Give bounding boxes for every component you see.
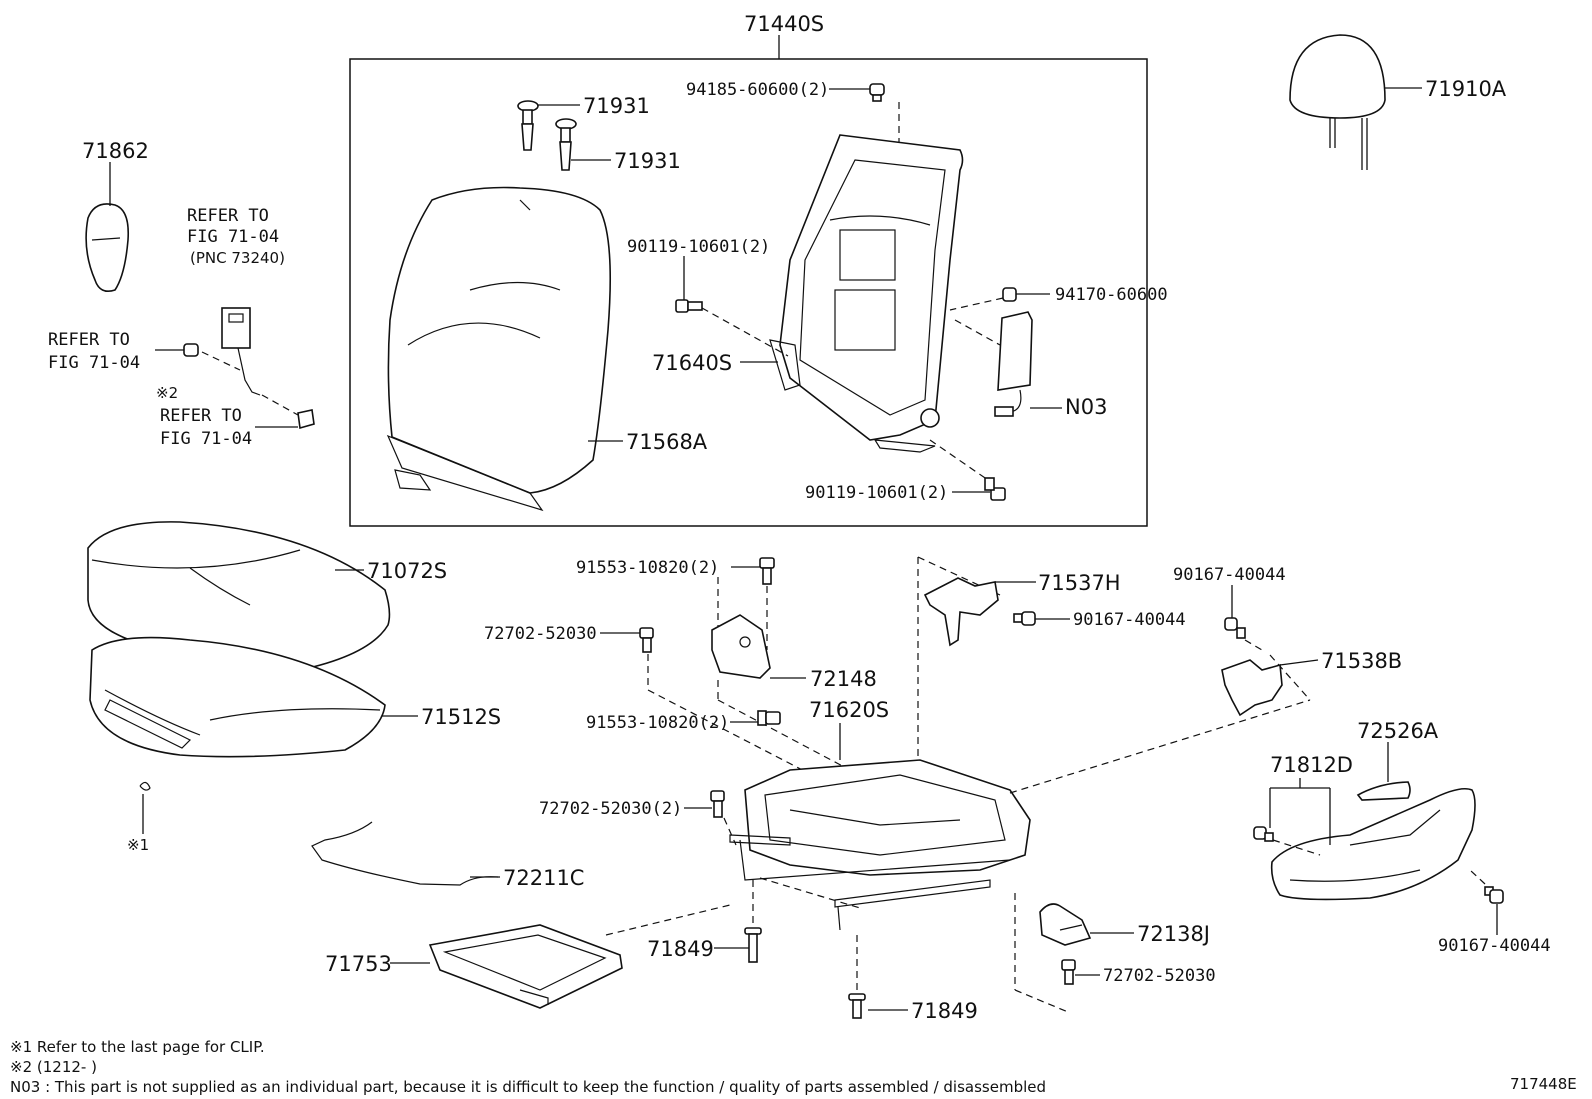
refer-note-2-line1: REFER TO — [48, 330, 130, 350]
label-71512S[interactable]: 71512S — [421, 705, 501, 729]
seatback-assembly-frame — [349, 58, 1148, 527]
bolt-72702-left — [710, 790, 725, 818]
label-72702-52030-bottom[interactable]: 72702-52030 — [1103, 966, 1216, 986]
note-clip: ※1 Refer to the last page for CLIP. — [10, 1038, 265, 1056]
label-90167-40044-bottom[interactable]: 90167-40044 — [1438, 936, 1551, 956]
nut-refer — [183, 343, 199, 357]
bolt-90167-right — [1224, 617, 1246, 639]
label-71931-lower[interactable]: 71931 — [614, 149, 681, 173]
seatbelt-buckle — [221, 307, 315, 430]
mark-1: ※1 — [127, 836, 149, 854]
label-71862[interactable]: 71862 — [82, 139, 149, 163]
label-71931-upper[interactable]: 71931 — [583, 94, 650, 118]
knob-72526A — [1356, 781, 1411, 801]
label-71849-upper[interactable]: 71849 — [647, 937, 714, 961]
label-72138J[interactable]: 72138J — [1137, 922, 1210, 946]
label-71640S[interactable]: 71640S — [652, 351, 732, 375]
label-72526A[interactable]: 72526A — [1357, 719, 1439, 743]
refer-note-3-line1: REFER TO — [160, 406, 242, 426]
label-71849-lower[interactable]: 71849 — [911, 999, 978, 1023]
bolt-72702-bottom — [1061, 959, 1076, 985]
wire-72211C — [311, 821, 499, 886]
bolt-94170 — [1002, 287, 1017, 302]
seatback-cover-71568A — [386, 186, 612, 512]
label-71620S[interactable]: 71620S — [809, 698, 889, 722]
seat-frame-71620S — [729, 759, 1031, 931]
refer-note-3-line2: FIG 71-04 — [160, 429, 252, 449]
refer-note-2-line2: FIG 71-04 — [48, 353, 140, 373]
bracket-72148 — [711, 614, 771, 679]
label-71537H[interactable]: 71537H — [1038, 571, 1121, 595]
note-date: ※2 (1212- ) — [10, 1058, 97, 1076]
label-71568A[interactable]: 71568A — [626, 430, 708, 454]
cover-71862 — [85, 203, 130, 293]
clip-icon — [139, 781, 151, 791]
label-90167-40044-upper[interactable]: 90167-40044 — [1073, 610, 1186, 630]
seatback-frame-71640S — [769, 134, 964, 453]
bracket-71537H — [923, 577, 999, 647]
label-N03[interactable]: N03 — [1065, 395, 1107, 419]
side-airbag-N03 — [994, 311, 1033, 417]
mark-2: ※2 — [156, 384, 178, 402]
bolt-90167-bottom — [1484, 886, 1504, 904]
seat-cushion-cover-71512S — [89, 636, 386, 758]
bolt-90167-upper — [1013, 611, 1036, 626]
label-90119-10601-lower[interactable]: 90119-10601(2) — [805, 483, 948, 503]
bolt-91553-lower — [757, 710, 781, 726]
label-94185-60600[interactable]: 94185-60600(2) — [686, 80, 829, 100]
bolt-71849-lower — [848, 993, 866, 1019]
label-72702-52030-upper[interactable]: 72702-52030 — [484, 624, 597, 644]
headrest-71910A — [1289, 34, 1386, 170]
label-90167-40044-right[interactable]: 90167-40044 — [1173, 565, 1286, 585]
tray-71753 — [428, 924, 623, 1009]
label-91553-10820-lower[interactable]: 91553-10820(2) — [586, 713, 729, 733]
label-71910A[interactable]: 71910A — [1425, 77, 1507, 101]
label-71812D[interactable]: 71812D — [1270, 753, 1353, 777]
figure-id: 717448E — [1510, 1075, 1577, 1093]
bracket-71538B — [1221, 659, 1283, 717]
label-94170-60600[interactable]: 94170-60600 — [1055, 285, 1168, 305]
side-cover-71812D — [1270, 787, 1476, 901]
label-72211C[interactable]: 72211C — [503, 866, 584, 890]
label-72148[interactable]: 72148 — [810, 667, 877, 691]
bolt-90119-upper — [675, 299, 703, 313]
bolt-90119-lower — [984, 477, 1006, 501]
bolt-72702-upper — [639, 627, 654, 653]
note-n03: N03 : This part is not supplied as an in… — [10, 1078, 1046, 1096]
refer-note-1-line3: (PNC 73240) — [190, 249, 285, 267]
clip-71931-upper — [517, 100, 539, 151]
cover-72138J — [1039, 903, 1092, 946]
nut-94185 — [869, 83, 885, 102]
clip-71931-lower — [555, 118, 577, 171]
label-91553-10820-upper[interactable]: 91553-10820(2) — [576, 558, 719, 578]
label-71440S[interactable]: 71440S — [744, 12, 824, 36]
bolt-71849-upper — [744, 927, 762, 963]
bolt-91553-upper — [759, 557, 775, 585]
clip-71812D — [1253, 826, 1274, 842]
refer-note-1-line2: FIG 71-04 — [187, 227, 279, 247]
label-71538B[interactable]: 71538B — [1321, 649, 1402, 673]
refer-note-1-line1: REFER TO — [187, 206, 269, 226]
label-71072S[interactable]: 71072S — [367, 559, 447, 583]
label-72702-52030-left[interactable]: 72702-52030(2) — [539, 799, 682, 819]
label-90119-10601-upper[interactable]: 90119-10601(2) — [627, 237, 770, 257]
label-71753[interactable]: 71753 — [325, 952, 392, 976]
